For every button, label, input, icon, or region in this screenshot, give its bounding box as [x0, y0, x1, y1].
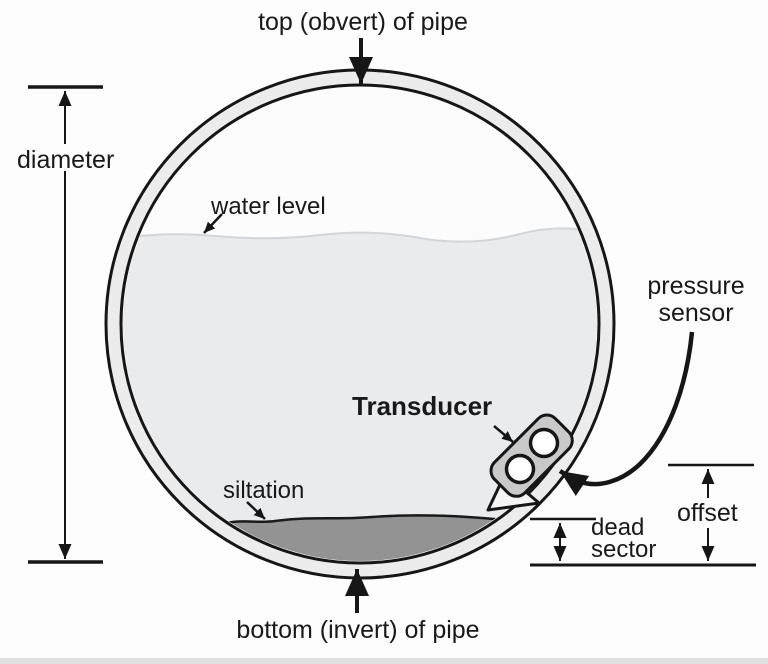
water-body: [123, 227, 597, 561]
label-diameter: diameter: [17, 146, 115, 174]
label-dead-sector: dead sector: [591, 514, 657, 563]
label-top-of-pipe: top (obvert) of pipe: [258, 8, 468, 36]
label-dead-sector-line2: sector: [591, 536, 657, 563]
label-dead-sector-line1: dead: [591, 514, 645, 541]
siltation-arrow: [246, 501, 266, 520]
label-bottom-of-pipe: bottom (invert) of pipe: [236, 616, 480, 644]
label-pressure-sensor-line2: sensor: [658, 299, 734, 327]
label-siltation: siltation: [223, 477, 305, 504]
label-transducer: Transducer: [352, 391, 493, 421]
label-pressure-sensor-line1: pressure: [647, 272, 745, 300]
sensor-hole-lower: [504, 453, 536, 485]
diameter-dimension: [28, 85, 103, 564]
pressure-sensor-cable-arrow: [558, 331, 695, 496]
transducer-device: [486, 413, 574, 512]
label-pressure-sensor: pressure sensor: [647, 273, 744, 327]
water-level-arrow: [203, 213, 223, 234]
silt-surface-line: [212, 514, 507, 529]
label-offset: offset: [677, 499, 738, 527]
dead-sector-dimension: [530, 517, 756, 567]
water-surface-line: [123, 227, 597, 243]
label-water-level: water level: [211, 193, 326, 220]
transducer-label-arrow: [493, 425, 514, 443]
offset-dimension: [668, 463, 754, 561]
sensor-hole-upper: [528, 427, 560, 459]
bottom-edge-strip: [0, 658, 768, 664]
